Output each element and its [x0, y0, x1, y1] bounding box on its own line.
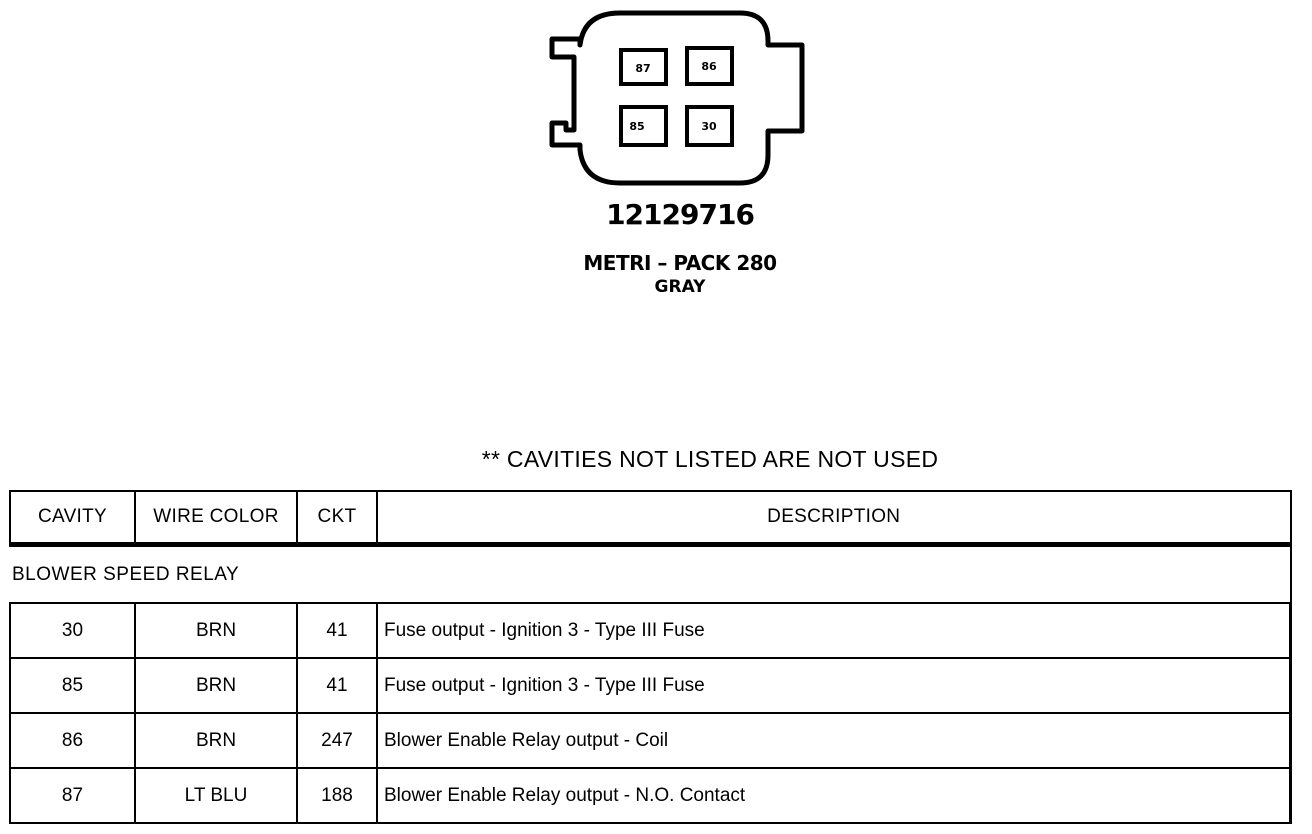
- cell-ckt: 41: [296, 602, 378, 659]
- cell-cavity: 85: [9, 657, 136, 714]
- cavity-box-30: [685, 105, 734, 147]
- cell-cavity: 86: [9, 712, 136, 769]
- cavity-box-87: [619, 48, 668, 86]
- cavity-label: 86: [701, 60, 717, 73]
- cavity-label: 85: [629, 120, 644, 133]
- cell-ckt: 188: [296, 767, 378, 824]
- connector-color: GRAY: [654, 277, 706, 297]
- cell-cavity: 30: [9, 602, 136, 659]
- cavity-label: 87: [635, 62, 650, 75]
- unused-cavities-note: ** CAVITIES NOT LISTED ARE NOT USED: [481, 446, 939, 472]
- table-row: 87 LT BLU 188 Blower Enable Relay output…: [9, 767, 1292, 824]
- pinout-table: CAVITY WIRE COLOR CKT DESCRIPTION BLOWER…: [9, 490, 1292, 824]
- cell-wire-color: LT BLU: [134, 767, 298, 824]
- cavity-box-86: [685, 46, 734, 86]
- cell-wire-color: BRN: [134, 602, 298, 659]
- connector-outline: [549, 10, 805, 186]
- group-row: BLOWER SPEED RELAY: [10, 543, 1292, 604]
- header-wire-color: WIRE COLOR: [134, 490, 298, 547]
- cell-wire-color: BRN: [134, 657, 298, 714]
- cell-description: Fuse output - Ignition 3 - Type III Fuse: [376, 602, 1292, 659]
- table-header-row: CAVITY WIRE COLOR CKT DESCRIPTION: [9, 490, 1292, 547]
- cell-description: Blower Enable Relay output - Coil: [376, 712, 1292, 769]
- connector-series: METRI – PACK 280: [583, 251, 777, 275]
- cell-description: Fuse output - Ignition 3 - Type III Fuse: [376, 657, 1292, 714]
- cell-ckt: 247: [296, 712, 378, 769]
- header-cavity: CAVITY: [9, 490, 136, 547]
- header-ckt: CKT: [296, 490, 378, 547]
- cell-description: Blower Enable Relay output - N.O. Contac…: [376, 767, 1292, 824]
- group-label: BLOWER SPEED RELAY: [10, 543, 1292, 604]
- cell-ckt: 41: [296, 657, 378, 714]
- cavity-label: 30: [701, 120, 717, 133]
- cavity-box-85: [619, 105, 668, 147]
- table-row: 85 BRN 41 Fuse output - Ignition 3 - Typ…: [9, 657, 1292, 714]
- table-row: 86 BRN 247 Blower Enable Relay output - …: [9, 712, 1292, 769]
- table-row: 30 BRN 41 Fuse output - Ignition 3 - Typ…: [9, 602, 1292, 659]
- connector-face-diagram: 87 86 85 30: [549, 10, 805, 186]
- connector-part-number: 12129716: [606, 198, 755, 231]
- cell-wire-color: BRN: [134, 712, 298, 769]
- cell-cavity: 87: [9, 767, 136, 824]
- header-description: DESCRIPTION: [376, 490, 1292, 547]
